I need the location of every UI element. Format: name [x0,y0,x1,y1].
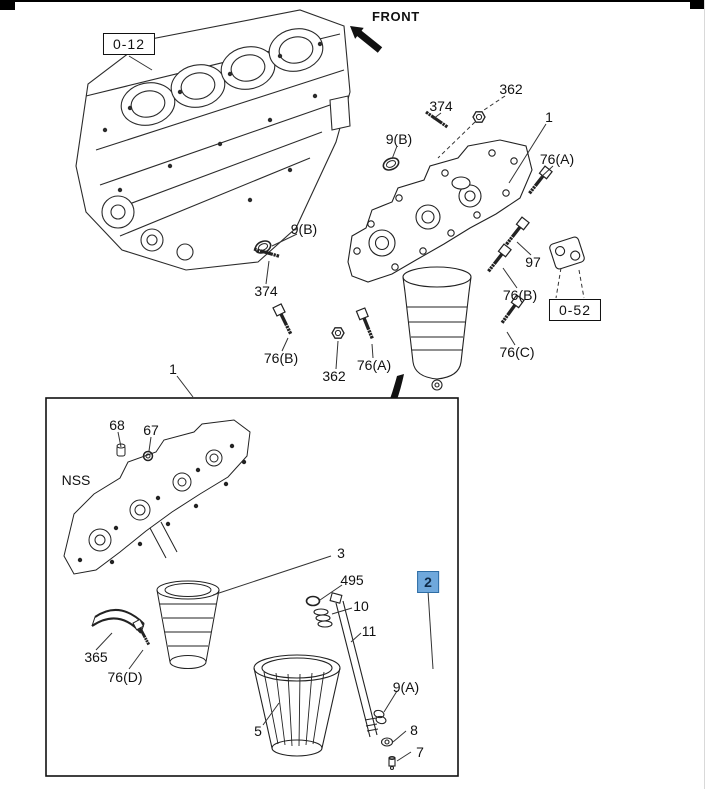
page-corner-mark-right [690,0,704,9]
part-callout-10[interactable]: 10 [353,598,369,614]
section-ref-0-12[interactable]: 0-12 [102,33,156,55]
part-callout-374-top[interactable]: 374 [429,98,453,114]
bolt-97-drawing [501,215,531,249]
page-top-border [0,0,704,2]
part-callout-374-mid[interactable]: 374 [254,283,278,299]
part-callout-76b-lower[interactable]: 76(B) [263,350,299,366]
rings-9a-drawing [373,709,387,725]
part-callout-76a-upper[interactable]: 76(A) [539,151,575,167]
ring-67-drawing [142,450,154,462]
inset-swoosh-arrow [346,374,404,472]
part-callout-1-main[interactable]: 1 [545,109,553,125]
part-callout-5[interactable]: 5 [254,723,262,739]
part-callout-8[interactable]: 8 [410,722,418,738]
nut-362-lower-drawing [331,327,345,339]
filter-case-5-drawing [253,654,341,757]
section-ref-0-52[interactable]: 0-52 [548,299,602,321]
part-callout-365[interactable]: 365 [84,649,108,665]
part-callout-7[interactable]: 7 [416,744,424,760]
bolt-76a-lower-drawing [354,306,379,342]
spring-10-drawing [313,608,333,628]
plug-7-drawing [388,755,396,771]
front-label: FRONT [372,9,420,24]
part-callout-2[interactable]: 2 [417,571,439,593]
part-callout-1-inset[interactable]: 1 [169,361,177,377]
part-callout-67[interactable]: 67 [143,422,159,438]
filter-service-parts-drawing [253,592,396,771]
nut-362-top-drawing [472,111,486,123]
engine-block-drawing [75,9,351,271]
inset-assembly-drawing [63,419,251,669]
bracket-0-52-drawing [549,236,585,270]
oil-cooler-assembly-drawing [251,108,585,391]
washer-8-drawing [380,737,394,747]
page-corner-mark-left [0,0,15,10]
part-callout-3[interactable]: 3 [337,545,345,561]
filter-element-drawing [156,580,220,669]
part-callout-76a-lower[interactable]: 76(A) [356,357,392,373]
part-callout-9a[interactable]: 9(A) [392,679,420,695]
part-callout-9b-mid[interactable]: 9(B) [290,221,318,237]
bolt-76b-lower-drawing [271,302,297,338]
bolt-76b-upper-drawing [483,242,513,276]
center-tube-11-drawing [329,592,379,738]
part-callout-97[interactable]: 97 [525,254,541,270]
part-callout-495[interactable]: 495 [340,572,364,588]
plug-68-drawing [116,443,126,457]
part-callout-68[interactable]: 68 [109,417,125,433]
part-callout-76b-upper[interactable]: 76(B) [502,287,538,303]
front-direction-arrow [350,26,383,53]
ring-495-drawing [305,595,321,607]
leader-lines [95,55,585,762]
part-callout-362-top[interactable]: 362 [499,81,523,97]
oring-9b-top-drawing [380,154,402,174]
part-callout-76c[interactable]: 76(C) [499,344,535,360]
oil-filter-cartridge-drawing [402,266,472,391]
part-callout-9b-top[interactable]: 9(B) [385,131,413,147]
part-callout-76d[interactable]: 76(D) [107,669,143,685]
part-callout-362-lower[interactable]: 362 [322,368,346,384]
inset-detail-box [45,397,459,777]
part-callout-11[interactable]: 11 [361,623,377,639]
nss-label: NSS [61,472,91,488]
